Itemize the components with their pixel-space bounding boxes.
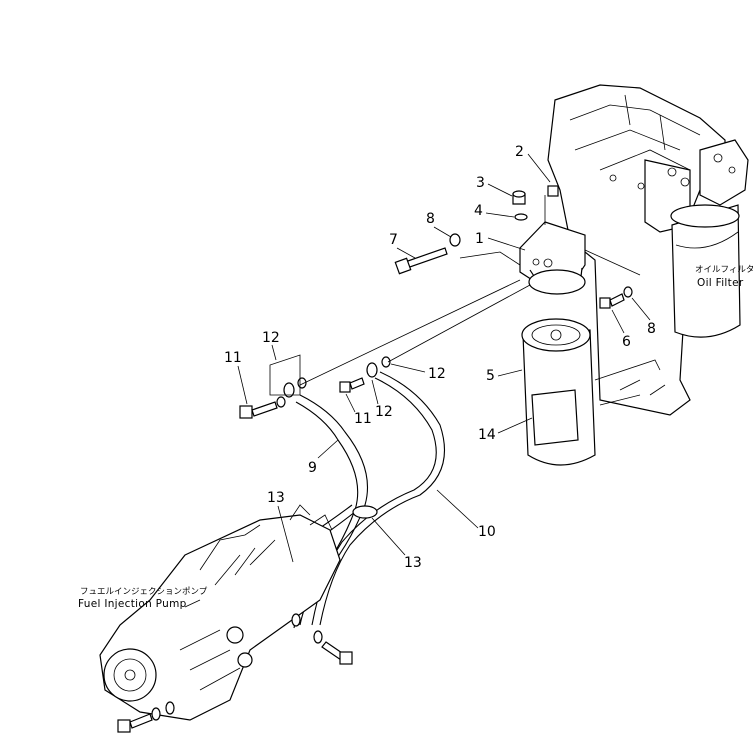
gasket-12-c — [381, 356, 391, 368]
callout-12c: 12 — [428, 366, 446, 382]
callout-6: 6 — [622, 334, 631, 350]
pump-washer-a — [291, 613, 301, 627]
callout-4: 4 — [474, 203, 483, 219]
guide-line-3 — [459, 251, 521, 266]
eye-bolt-11-right — [339, 377, 365, 393]
eye-bolt-11-left — [239, 401, 278, 419]
callout-8b: 8 — [647, 321, 656, 337]
bolt-7 — [394, 247, 448, 275]
callout-10: 10 — [478, 524, 496, 540]
callout-1: 1 — [475, 231, 484, 247]
bolt-6 — [599, 293, 625, 309]
callout-5: 5 — [486, 368, 495, 384]
callout-13b: 13 — [404, 555, 422, 571]
callout-14: 14 — [478, 427, 496, 443]
fuel-injection-pump — [99, 504, 341, 721]
fuel-pump-label-jp: フュエルインジェクションポンプ — [80, 587, 208, 597]
guide-line-1 — [299, 279, 521, 386]
washer-8-right — [623, 286, 633, 298]
callout-3: 3 — [476, 175, 485, 191]
guide-line-2 — [387, 284, 531, 363]
washer-4 — [514, 213, 528, 221]
callout-7: 7 — [389, 232, 398, 248]
fuel-pump-label-en: Fuel Injection Pump — [78, 598, 187, 610]
gasket-12-a — [276, 396, 286, 408]
fuel-filter — [521, 318, 596, 466]
callout-12b: 12 — [375, 404, 393, 420]
oil-filter-label-en: Oil Filter — [697, 277, 744, 289]
washer-8-left — [449, 233, 461, 247]
eyelet-9 — [283, 382, 295, 398]
oil-filter — [670, 204, 741, 338]
bracket-12-group — [269, 354, 301, 396]
callout-9: 9 — [308, 460, 317, 476]
callout-2: 2 — [515, 144, 524, 160]
callout-11a: 11 — [224, 350, 242, 366]
pump-washer-b — [313, 630, 323, 644]
eyelet-10 — [366, 362, 378, 378]
guide-line-6 — [594, 359, 661, 406]
oil-filter-label-jp: オイルフィルタ — [695, 265, 753, 275]
pump-bolt-right — [321, 641, 353, 665]
pump-bolt-lower — [117, 701, 175, 733]
plug-3 — [512, 190, 526, 205]
fuel-filter-head — [519, 221, 586, 295]
callout-8a: 8 — [426, 211, 435, 227]
guide-line-4 — [584, 249, 641, 276]
callout-11b: 11 — [354, 411, 372, 427]
bolt-2 — [547, 185, 559, 197]
callout-13a: 13 — [267, 490, 285, 506]
callout-12a: 12 — [262, 330, 280, 346]
fuel-pump-leader — [184, 599, 201, 608]
callouts: 1 2 3 4 5 6 7 8 8 9 10 11 11 12 12 12 13 — [224, 144, 656, 571]
clamp-13-upper — [352, 505, 378, 519]
